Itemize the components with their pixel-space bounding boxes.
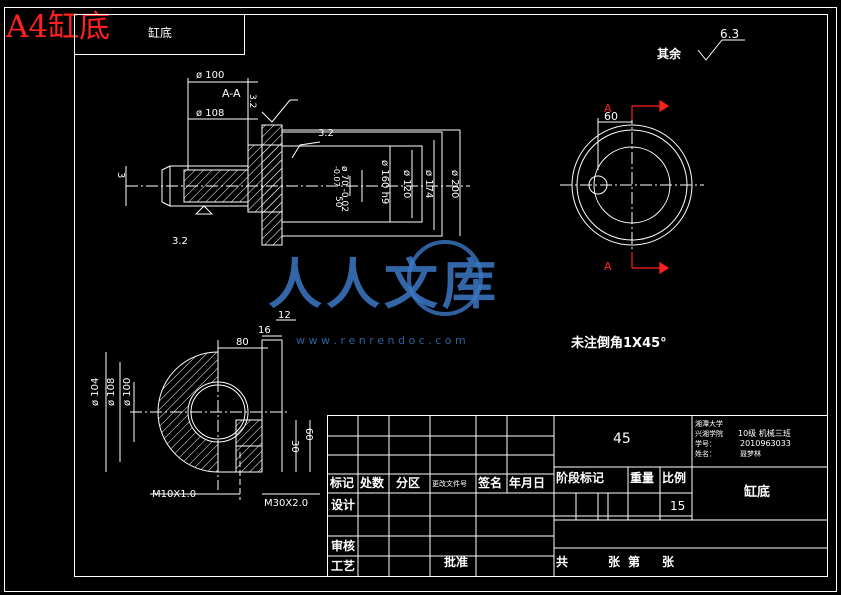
- watermark-ring: [407, 240, 483, 316]
- dim-d100: ø 100: [196, 70, 224, 81]
- tb-h-zone: 分区: [396, 475, 420, 490]
- dim-d100b: ø 100: [122, 378, 133, 406]
- end-view: [560, 112, 704, 258]
- dim-r50: 50: [333, 196, 343, 208]
- tb-review: 审核: [331, 538, 355, 553]
- tb-total: 共: [556, 554, 568, 569]
- tb-name-label: 姓名：: [695, 449, 716, 458]
- sheet-big-title: A4缸底: [6, 9, 111, 45]
- watermark-url: w w w . r e n r e n d o c . c o m: [296, 334, 466, 347]
- roughness-value: 6.3: [720, 27, 739, 41]
- dim-12: 12: [278, 310, 291, 321]
- dim-d120: ø 120: [401, 170, 412, 198]
- dim-fit: ø 70 -0.02: [339, 166, 349, 212]
- tb-h-sign: 签名: [477, 475, 502, 490]
- dim-60-bottom: 60: [303, 428, 314, 441]
- dim-d108b: ø 108: [106, 378, 117, 406]
- dim-fit-sub: -0.07: [332, 166, 341, 187]
- title-block: [327, 415, 828, 577]
- tb-school: 湘潭大学: [695, 419, 723, 428]
- tb-sheets: 张: [608, 554, 621, 569]
- tb-h-stage: 阶段标记: [556, 470, 604, 485]
- tb-class: 10级 机械三班: [738, 428, 791, 438]
- section-letter-top: A: [604, 102, 612, 115]
- rough-a: 3.2: [247, 94, 257, 108]
- dim-d200: ø 200: [449, 170, 460, 198]
- dim-d108: ø 108: [196, 108, 224, 119]
- dim-16: 16: [258, 325, 271, 336]
- rough-b: 3.2: [318, 128, 334, 139]
- roughness-other-label: 其余: [657, 46, 682, 61]
- tb-scale-value: 15: [670, 499, 685, 513]
- corner-title: 缸底: [148, 25, 172, 40]
- tb-sheet2: 张: [662, 554, 675, 569]
- tb-material: 45: [613, 431, 631, 447]
- dim-60-right: 60: [604, 110, 618, 123]
- section-label: A-A: [222, 87, 241, 100]
- watermark-text: 人人文库: [268, 253, 500, 316]
- dim-d104: ø 104: [90, 378, 101, 406]
- dim-d174: ø 174: [423, 170, 434, 198]
- rough-c: 3.2: [172, 236, 188, 247]
- outer-border: [4, 7, 837, 592]
- thread-big: M30X2.0: [264, 498, 308, 509]
- tb-student-id-label: 学号：: [695, 439, 716, 448]
- tb-h-date: 年月日: [509, 475, 545, 490]
- tb-part-name: 缸底: [743, 484, 770, 500]
- tb-h-count: 处数: [359, 475, 385, 490]
- tb-h-scale: 比例: [662, 470, 686, 485]
- dim-d160: ø 160 h9: [379, 160, 390, 204]
- tb-college: 兴湘学院: [695, 429, 723, 438]
- tb-design: 设计: [331, 497, 355, 512]
- section-cut-marks: [631, 99, 670, 275]
- tb-process: 工艺: [331, 558, 355, 573]
- tb-name: 聂梦林: [740, 449, 761, 458]
- tb-h-weight: 重量: [630, 470, 654, 485]
- tb-student-id: 2010963033: [740, 439, 791, 448]
- dim-80: 80: [236, 337, 249, 348]
- tb-h-mark: 标记: [329, 475, 354, 490]
- section-view: [125, 78, 470, 246]
- section-letter-bottom: A: [604, 260, 612, 273]
- corner-title-box: [74, 14, 245, 55]
- tb-h-docno: 更改文件号: [432, 479, 467, 488]
- thread-small: M10X1.0: [152, 489, 196, 500]
- bottom-view: [105, 319, 320, 500]
- tb-approve: 批准: [444, 554, 468, 569]
- roughness-symbol: [697, 39, 745, 61]
- chamfer-note: 未注倒角1X45°: [570, 335, 667, 351]
- dim-30: 30: [289, 440, 300, 453]
- tb-nth: 第: [628, 554, 640, 569]
- dim-small-left: 3: [115, 172, 126, 178]
